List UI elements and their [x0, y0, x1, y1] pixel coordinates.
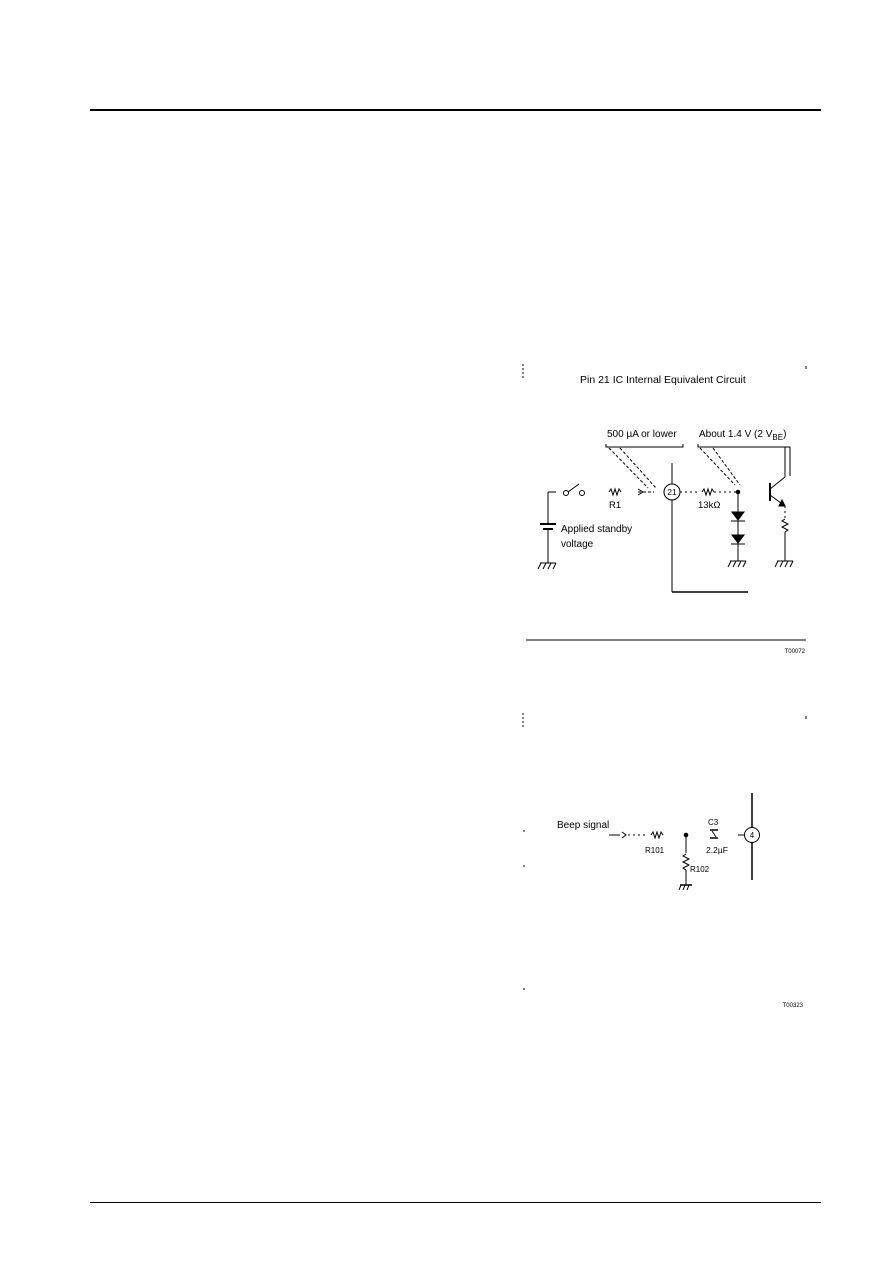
arrowhead-icon	[637, 488, 644, 496]
pin4-circle	[744, 827, 760, 843]
figure2-beep-circuit	[522, 713, 807, 990]
diode-icon	[731, 534, 745, 544]
current-callout-bracket	[605, 444, 684, 448]
junction-dot	[683, 832, 689, 838]
figure1-pin21-circuit	[522, 364, 807, 641]
standby-label-line1: Applied standby	[561, 524, 632, 535]
r102-resistor-icon	[681, 853, 691, 871]
c3-label: C3	[708, 818, 719, 827]
header-rule	[90, 109, 821, 111]
ground-symbol	[678, 884, 692, 891]
ground-symbol	[774, 560, 794, 568]
resistor-13k-label: 13kΩ	[698, 500, 720, 511]
ground-symbol	[727, 560, 747, 568]
internal-resistor-icon	[701, 487, 715, 497]
switch-contact	[579, 490, 585, 496]
current-arrow-line	[619, 447, 657, 489]
figure1-id: T00072	[785, 649, 806, 655]
figure1-title: Pin 21 IC Internal Equivalent Circuit	[580, 374, 746, 386]
r101-resistor-icon	[650, 830, 664, 840]
pin21-label: 21	[667, 487, 677, 497]
transistor-collector	[769, 476, 786, 490]
current-arrow-line	[608, 447, 649, 489]
pin4-label: 4	[750, 831, 755, 840]
arrowhead-icon	[621, 831, 627, 839]
figure2-id: T00323	[783, 1003, 804, 1009]
r1-resistor-icon	[608, 487, 622, 497]
r1-label: R1	[609, 500, 621, 511]
ground-symbol	[537, 562, 557, 570]
emitter-resistor-icon	[780, 518, 790, 533]
cap-value-label: 2.2µF	[706, 845, 728, 855]
c3-mark	[711, 830, 717, 838]
diode-icon	[731, 511, 745, 521]
switch-blade-icon	[567, 483, 580, 493]
voltage-callout-bracket	[697, 444, 791, 476]
beep-signal-label: Beep signal	[557, 820, 609, 831]
voltage-arrow-line	[699, 447, 736, 486]
footer-rule	[90, 1202, 821, 1203]
voltage-arrow-line	[712, 447, 741, 486]
voltage-label: About 1.4 V (2 VBE)	[699, 429, 786, 442]
r101-label: R101	[645, 846, 665, 855]
current-label: 500 µA or lower	[607, 429, 677, 440]
emitter-arrow-icon	[778, 498, 786, 507]
standby-label-line2: voltage	[561, 539, 594, 550]
switch-contact	[563, 490, 569, 496]
r102-label: R102	[690, 865, 710, 874]
